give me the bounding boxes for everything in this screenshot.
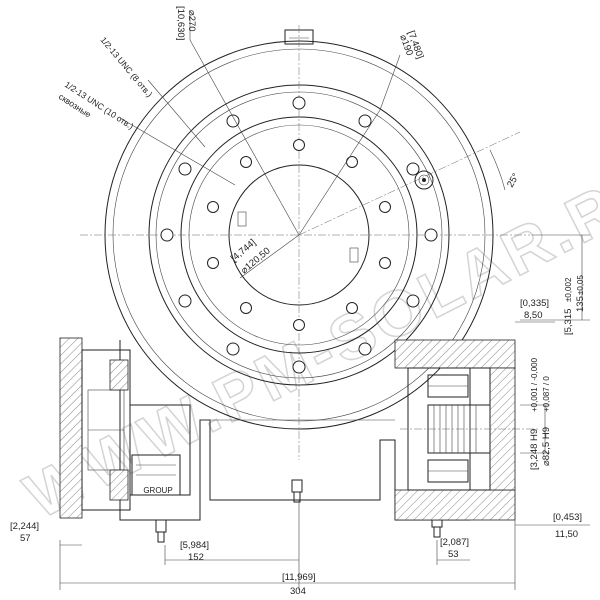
dim-bore-mm: ⌀82,5 H9 xyxy=(541,427,552,466)
right-bearing-section xyxy=(394,339,540,521)
dim-height-in: [5,315 xyxy=(563,309,574,335)
dim-shaft-mm: 53 xyxy=(448,549,459,560)
dim-bore-mm-tol: +0,087 / 0 xyxy=(542,376,551,412)
slewing-ring-view xyxy=(80,25,530,460)
dim-right-top-in: [0,335] xyxy=(520,298,549,309)
dim-bore-in-tol: +0,001 / -0,000 xyxy=(530,357,539,412)
dim-left-mm: 57 xyxy=(20,533,31,544)
dim-total-in: [11,969] xyxy=(282,572,316,583)
dim-left-in: [2,244] xyxy=(10,521,39,532)
note-thread-8: 1/2-13 UNC (8 отв.) xyxy=(98,35,154,99)
angle-line xyxy=(298,131,521,236)
angle-label: 25° xyxy=(505,171,522,189)
brand-text: GROUP xyxy=(143,486,172,495)
dim-right-top-mm: 8,50 xyxy=(524,310,543,321)
tapped-detail-right xyxy=(349,247,359,263)
dim-center-in: [5,984] xyxy=(180,540,209,551)
grease-nipples xyxy=(155,479,443,543)
dim-height-in-tol: ±0,002 xyxy=(564,277,573,302)
tapped-detail-left xyxy=(237,211,247,227)
dim-right-low-in: [0,453] xyxy=(553,512,582,523)
outer-bolt-holes xyxy=(160,96,438,374)
leader-lines xyxy=(59,15,590,590)
dim-right-low-mm: 11,50 xyxy=(555,529,578,540)
dim-height-mm: 135 xyxy=(575,296,586,312)
dim-shaft-in: [2,087] xyxy=(440,537,469,548)
dim-bore-in: [3,248 H9 xyxy=(529,429,540,470)
inner-bolt-holes xyxy=(207,139,391,331)
left-flange-section xyxy=(59,337,191,519)
grease-fitting xyxy=(414,170,434,190)
dim-d270-in: [10,630] xyxy=(175,6,186,40)
dim-height-mm-tol: ±0,05 xyxy=(576,274,585,295)
dim-center-mm: 152 xyxy=(188,552,204,563)
dim-total-mm: 304 xyxy=(290,586,306,597)
dim-d270-mm: ⌀270 xyxy=(186,10,197,32)
name-plate: GROUP xyxy=(131,454,181,496)
